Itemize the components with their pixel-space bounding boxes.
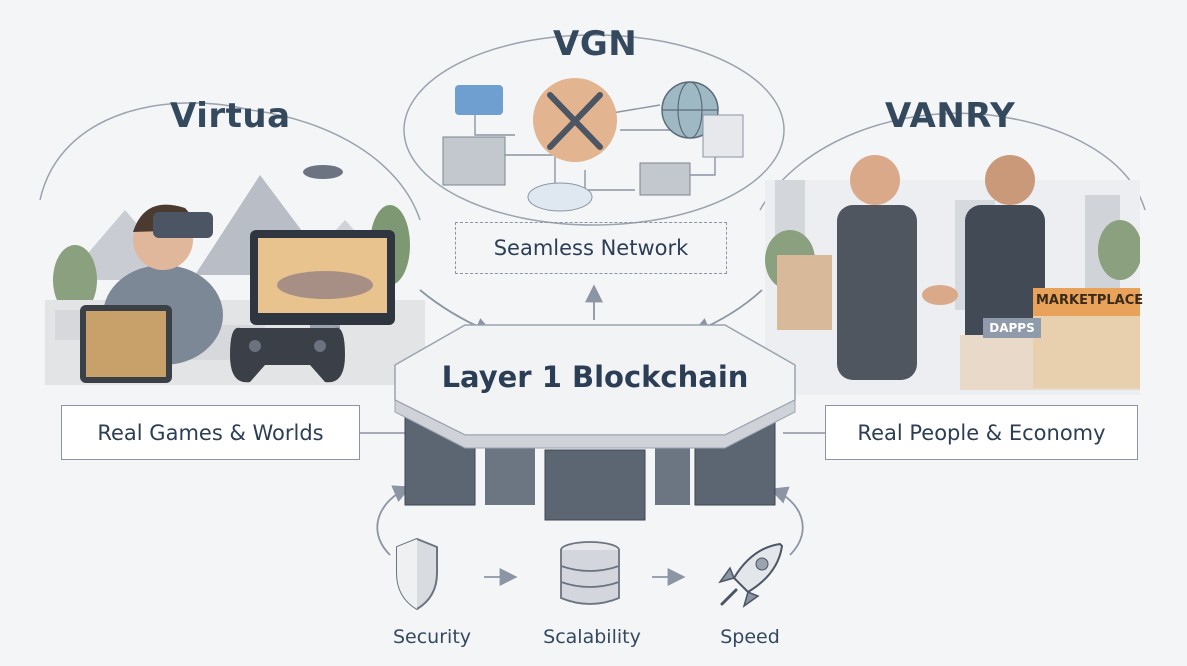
virtua-arc bbox=[39, 102, 421, 221]
virtua-title: Virtua bbox=[170, 96, 291, 136]
dapps-sign: DAPPS bbox=[989, 321, 1035, 335]
cloud-icon bbox=[527, 182, 593, 212]
vgn-network-illustration bbox=[442, 78, 744, 212]
virtua-illustration bbox=[45, 165, 425, 385]
feature-scalability-label: Scalability bbox=[543, 626, 641, 648]
server-rack bbox=[544, 449, 646, 521]
vgn-caption: Seamless Network bbox=[493, 236, 689, 260]
person-left bbox=[837, 205, 917, 380]
rocket-icon bbox=[718, 542, 784, 608]
feature-speed-label: Speed bbox=[720, 626, 780, 648]
vr-headset bbox=[153, 212, 213, 238]
vanry-caption: Real People & Economy bbox=[857, 420, 1106, 445]
vgn-title: VGN bbox=[553, 24, 638, 64]
tree-shape bbox=[1098, 220, 1140, 280]
vanry-arc bbox=[759, 112, 1146, 211]
dapps-sign-bg bbox=[983, 318, 1041, 338]
core-title: Layer 1 Blockchain bbox=[441, 360, 749, 394]
database-icon bbox=[560, 541, 620, 605]
vanry-title: VANRY bbox=[885, 96, 1016, 136]
virtua-caption-box: Real Games & Worlds bbox=[61, 405, 360, 460]
server-box-icon bbox=[639, 162, 691, 196]
shop-building bbox=[777, 255, 832, 330]
marketplace-sign: MARKETPLACE bbox=[1036, 293, 1144, 308]
vanry-illustration bbox=[765, 155, 1140, 395]
tree-shape bbox=[53, 245, 97, 315]
vanry-caption-box: Real People & Economy bbox=[825, 405, 1138, 460]
feature-security-label: Security bbox=[392, 626, 472, 648]
car-shape bbox=[277, 271, 373, 299]
database-stack-icon bbox=[702, 114, 744, 158]
airship-shape bbox=[303, 165, 343, 179]
arrow-security-core bbox=[376, 485, 412, 556]
marketplace-sign-bg bbox=[1033, 288, 1140, 316]
arrow-speed-core bbox=[769, 486, 804, 556]
server-box-icon bbox=[442, 136, 506, 186]
shield-icon bbox=[396, 537, 438, 611]
tablet-screen bbox=[86, 311, 166, 377]
vgn-caption-box: Seamless Network bbox=[455, 222, 727, 274]
blockchain-node-illustration bbox=[394, 324, 796, 521]
virtua-caption: Real Games & Worlds bbox=[97, 420, 324, 445]
handshake bbox=[922, 285, 958, 305]
chat-bubble-icon bbox=[455, 85, 503, 115]
vgn-oval bbox=[403, 34, 785, 226]
